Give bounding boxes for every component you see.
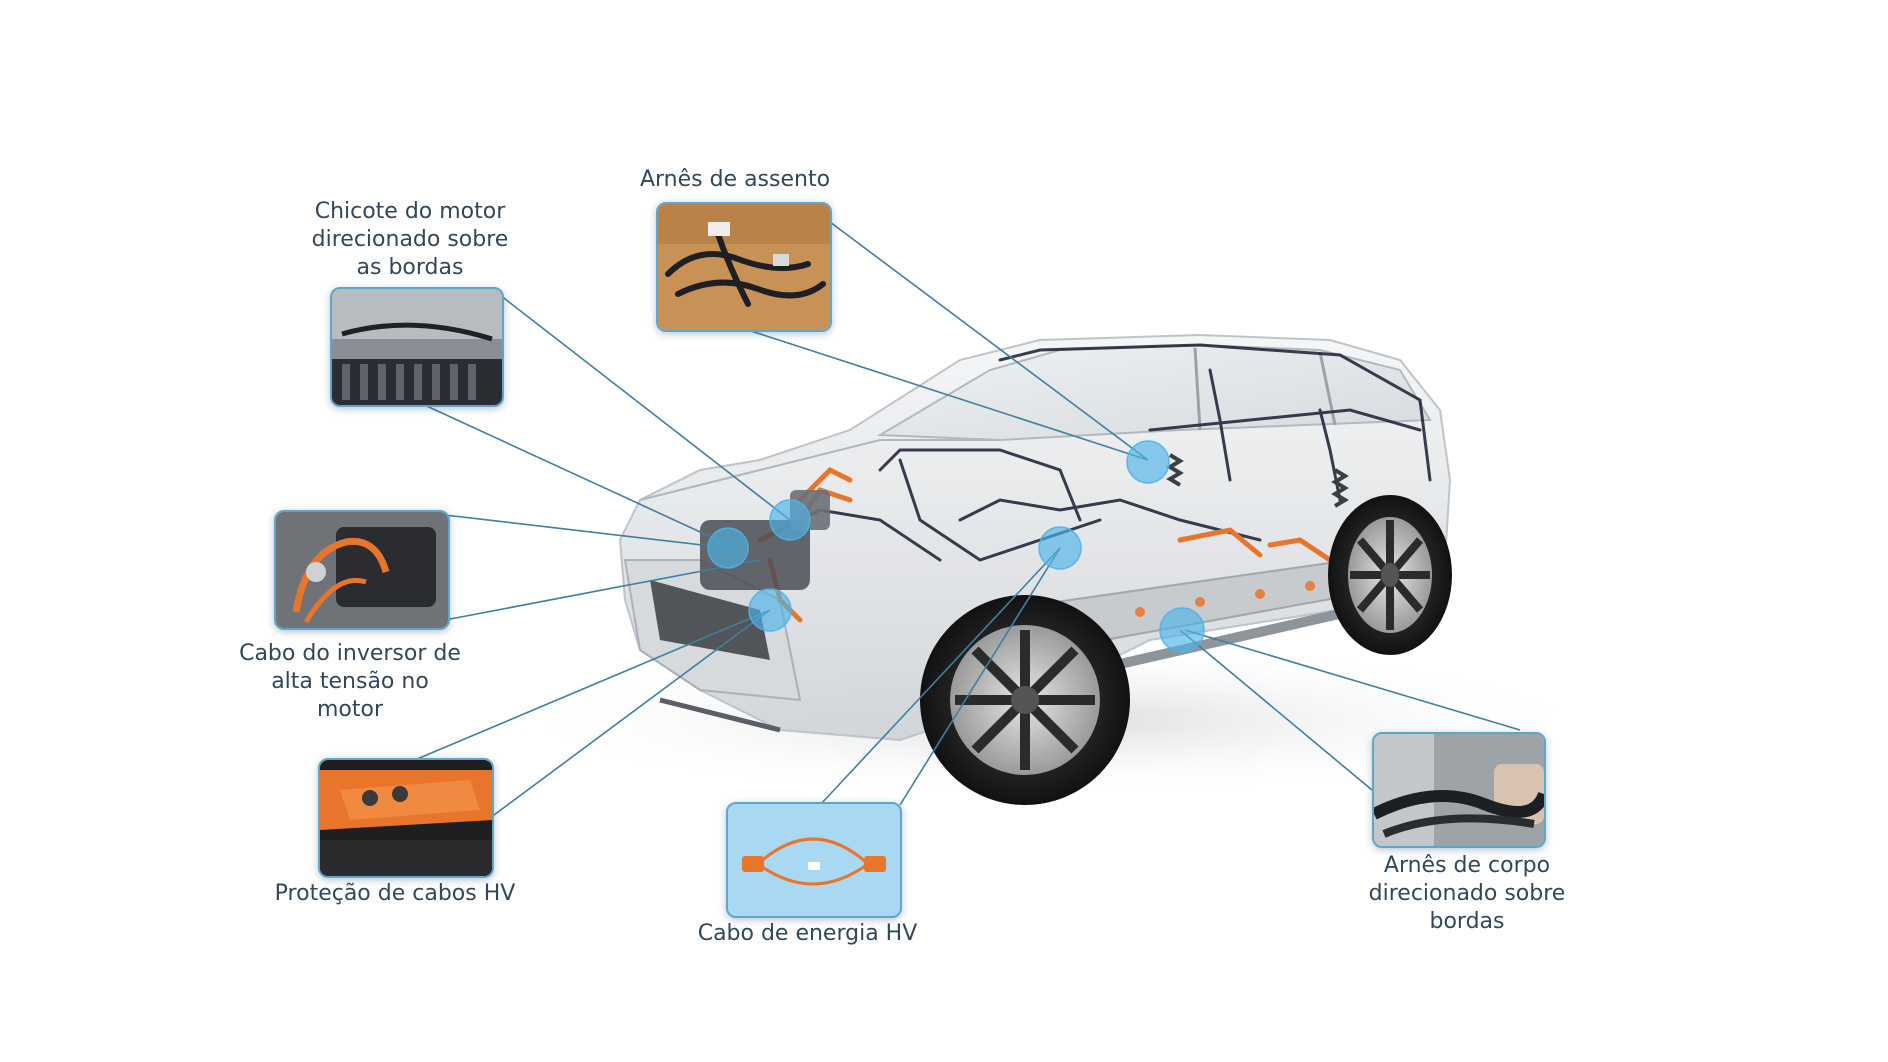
body-harness-photo xyxy=(1372,732,1546,848)
hotspot-marker xyxy=(707,440,1205,653)
engine-harness-label: Chicote do motor direcionado sobre as bo… xyxy=(311,199,509,280)
inverter-cable-photo xyxy=(274,510,450,630)
hv-protection-label: Proteção de cabos HV xyxy=(274,881,516,906)
seat-harness-photo xyxy=(656,202,832,332)
hv-power-cable-label: Cabo de energia HV xyxy=(697,921,918,946)
engine-harness-photo xyxy=(330,287,504,407)
body-harness-label: Arnês de corpo direcionado sobre bordas xyxy=(1368,853,1566,934)
wiring-harness xyxy=(758,343,1432,562)
seat-harness-label: Arnês de assento xyxy=(639,167,831,192)
hv-power-cable-photo xyxy=(726,802,902,918)
inverter-cable-label: Cabo do inversor de alta tensão no motor xyxy=(239,641,461,722)
leader-lines xyxy=(409,221,1521,819)
hv-protection-photo xyxy=(318,758,494,878)
